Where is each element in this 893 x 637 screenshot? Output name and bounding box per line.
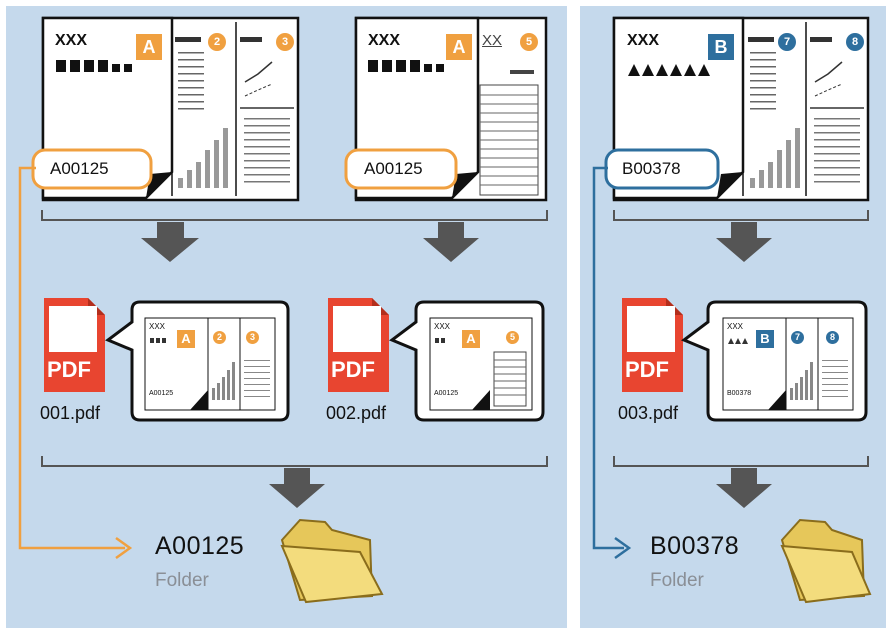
down-arrow-2 <box>423 222 479 262</box>
page-number-badge: 2 <box>208 33 226 51</box>
pdf-icon-1 <box>44 298 105 392</box>
folder-name: B00378 <box>650 532 740 560</box>
mini-document-id: A00125 <box>434 390 459 397</box>
folder-icon-b <box>780 518 872 604</box>
mini-page-badge: 7 <box>791 331 804 344</box>
mini-doc-type-badge: A <box>177 330 195 348</box>
mini-doc-title: XXX <box>149 322 166 331</box>
pdf-icon-3 <box>622 298 683 392</box>
page-number-badge: 7 <box>778 33 796 51</box>
pdf-icon-2 <box>328 298 389 392</box>
mini-document-id: B00378 <box>727 390 752 397</box>
mini-page-badge: 2 <box>213 331 226 344</box>
connector-a-arrowhead <box>115 536 133 560</box>
bracket-mid-b <box>613 456 869 467</box>
mini-doc-title: XXX <box>727 322 744 331</box>
mini-doc-title: XXX <box>434 322 451 331</box>
down-arrow-4 <box>269 468 325 508</box>
pdf-preview-bubble-2 <box>389 300 545 422</box>
down-arrow-5 <box>716 468 772 508</box>
doc-title: XXX <box>55 32 88 49</box>
mini-page-badge: 5 <box>506 331 519 344</box>
pdf-icon-label: PDF <box>47 357 91 382</box>
mini-page-badge: 8 <box>826 331 839 344</box>
document-id-label: B00378 <box>622 159 681 178</box>
page-number-badge: 8 <box>846 33 864 51</box>
doc-type-badge: A <box>136 34 162 60</box>
bracket-top-a <box>41 210 548 221</box>
doc-header-text: XX <box>482 32 503 49</box>
pdf-icon-label: PDF <box>625 357 669 382</box>
pdf-preview-bubble-1 <box>105 300 290 422</box>
document-id-label: A00125 <box>364 159 423 178</box>
id-box-2 <box>344 148 458 190</box>
doc-title: XXX <box>368 32 401 49</box>
doc-type-badge: B <box>708 34 734 60</box>
mini-doc-type-badge: A <box>462 330 480 348</box>
document-id-label: A00125 <box>50 159 109 178</box>
pdf-icon-label: PDF <box>331 357 375 382</box>
connector-b <box>592 166 624 550</box>
doc-type-badge: A <box>446 34 472 60</box>
connector-a <box>18 166 125 550</box>
down-arrow-3 <box>716 222 772 262</box>
folder-caption: Folder <box>155 570 209 591</box>
folder-name: A00125 <box>155 532 245 560</box>
doc-title: XXX <box>627 32 660 49</box>
pdf-filename: 001.pdf <box>40 403 101 423</box>
pdf-preview-bubble-3 <box>681 300 868 422</box>
folder-caption: Folder <box>650 570 704 591</box>
bracket-top-b <box>613 210 869 221</box>
folder-icon-a <box>280 518 384 604</box>
down-arrow-1 <box>141 222 199 262</box>
connector-b-arrowhead <box>614 536 632 560</box>
pdf-filename: 003.pdf <box>618 403 679 423</box>
pdf-filename: 002.pdf <box>326 403 387 423</box>
mini-document-id: A00125 <box>149 390 174 397</box>
bracket-mid-a <box>41 456 548 467</box>
mini-doc-type-badge: B <box>756 330 774 348</box>
page-number-badge: 5 <box>520 33 538 51</box>
page-number-badge: 3 <box>276 33 294 51</box>
mini-page-badge: 3 <box>246 331 259 344</box>
